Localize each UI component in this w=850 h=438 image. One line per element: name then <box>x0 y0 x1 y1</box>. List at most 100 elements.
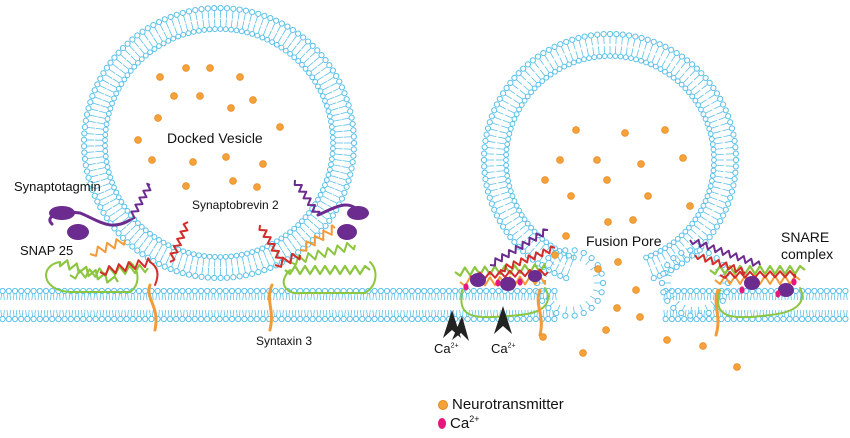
lipid-head <box>484 288 489 293</box>
neurotransmitter-dot <box>540 334 547 341</box>
lipid-head <box>218 275 223 280</box>
lipid-head <box>428 288 433 293</box>
lipid-head <box>6 288 11 293</box>
lipid-head <box>180 270 185 275</box>
lipid-head <box>570 37 575 42</box>
lipid-head <box>697 248 702 253</box>
lipid-head <box>243 8 248 13</box>
lipid-head <box>688 288 693 293</box>
lipid-head <box>296 223 301 228</box>
label-calcium-2: Ca2+ <box>491 342 516 355</box>
lipid-head <box>403 316 408 321</box>
lipid-head <box>88 100 93 105</box>
lipid-head <box>720 298 725 303</box>
lipid-head <box>711 163 716 168</box>
lipid-head <box>82 131 87 136</box>
lipid-head <box>171 36 176 41</box>
lipid-head <box>237 7 242 12</box>
lipid-head <box>564 276 569 281</box>
lipid-head <box>174 316 179 321</box>
lipid-head <box>837 288 842 293</box>
neurotransmitter-dot <box>734 364 741 371</box>
lipid-head <box>74 316 79 321</box>
lipid-head <box>327 167 332 172</box>
lipid-head <box>733 157 738 162</box>
lipid-head <box>262 13 267 18</box>
lipid-head <box>337 79 342 84</box>
lipid-head <box>242 316 247 321</box>
lipid-head <box>572 248 577 253</box>
lipid-head <box>322 316 327 321</box>
lipid-head <box>229 316 234 321</box>
lipid-head <box>510 194 515 199</box>
lipid-head <box>103 138 108 143</box>
lipid-head <box>334 73 339 78</box>
lipid-head <box>651 276 656 281</box>
lipid-head <box>649 62 654 67</box>
lipid-head <box>104 216 109 221</box>
lipid-head <box>116 195 121 200</box>
lipid-head <box>205 6 210 11</box>
lipid-head <box>553 69 558 74</box>
lipid-head <box>711 147 716 152</box>
lipid-head <box>105 117 110 122</box>
lipid-head <box>176 34 181 39</box>
lipid-head <box>372 316 377 321</box>
lipid-head <box>167 288 172 293</box>
lipid-head <box>787 316 792 321</box>
lipid-head <box>485 126 490 131</box>
legend-neurotransmitter-label: Neurotransmitter <box>452 396 564 413</box>
lipid-head <box>254 288 259 293</box>
lipid-head <box>587 56 592 61</box>
lipid-head <box>229 288 234 293</box>
lipid-head <box>326 172 331 177</box>
lipid-head <box>515 316 520 321</box>
lipid-head <box>288 51 293 56</box>
fused-vesicle-membrane <box>481 31 738 318</box>
lipid-head <box>12 288 17 293</box>
lipid-head <box>697 313 702 318</box>
lipid-head <box>818 288 823 293</box>
legend-calcium: Ca2+ <box>438 415 479 432</box>
lipid-head <box>541 50 546 55</box>
lipid-head <box>422 316 427 321</box>
lipid-head <box>733 145 738 150</box>
lipid-head <box>245 30 250 35</box>
neurotransmitter-dot <box>230 178 237 185</box>
lipid-head <box>506 179 511 184</box>
lipid-head <box>687 90 692 95</box>
lipid-head <box>290 27 295 32</box>
lipid-head <box>504 229 509 234</box>
neurotransmitter-dot <box>568 193 575 200</box>
lipid-head <box>245 251 250 256</box>
neurotransmitter-dot <box>633 287 640 294</box>
lipid-head <box>558 42 563 47</box>
calcium-ion <box>463 283 468 290</box>
lipid-head <box>198 316 203 321</box>
lipid-head <box>830 316 835 321</box>
lipid-head <box>193 8 198 13</box>
lipid-head <box>732 176 737 181</box>
lipid-head <box>135 33 140 38</box>
lipid-head <box>122 77 127 82</box>
lipid-head <box>300 219 305 224</box>
lipid-head <box>274 239 279 244</box>
lipid-head <box>254 316 259 321</box>
lipid-head <box>514 112 519 117</box>
lipid-head <box>320 188 325 193</box>
lipid-head <box>671 75 676 80</box>
lipid-head <box>504 147 509 152</box>
lipid-head <box>104 159 109 164</box>
lipid-head <box>731 288 736 293</box>
lipid-head <box>710 173 715 178</box>
lipid-head <box>211 288 216 293</box>
lipid-head <box>31 288 36 293</box>
lipid-head <box>43 288 48 293</box>
lipid-head <box>527 316 532 321</box>
neurotransmitter-dot <box>580 350 587 357</box>
lipid-head <box>661 290 666 295</box>
lipid-head <box>487 195 492 200</box>
lipid-head <box>492 108 497 113</box>
lipid-head <box>781 316 786 321</box>
lipid-head <box>250 32 255 37</box>
